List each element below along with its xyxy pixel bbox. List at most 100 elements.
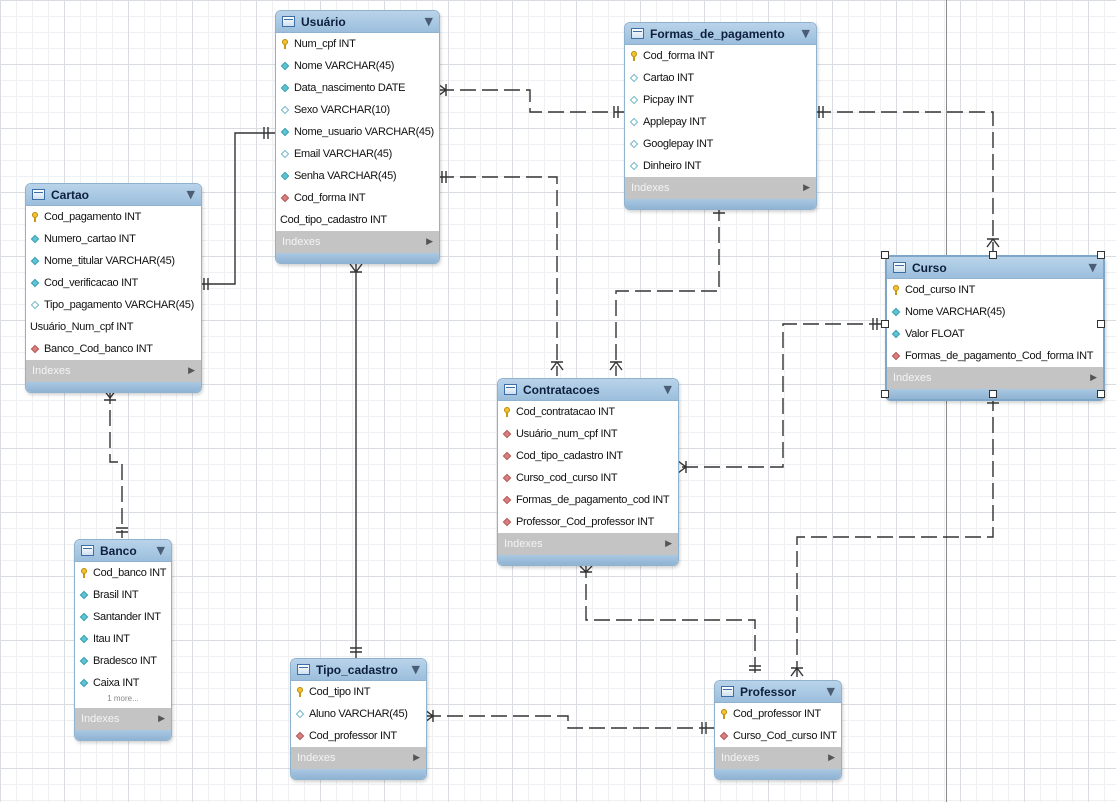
column-row[interactable]: Tipo_pagamento VARCHAR(45)	[26, 294, 201, 316]
collapse-chevron-icon[interactable]: ▼	[826, 685, 835, 698]
column-row[interactable]: Cod_banco INT	[75, 562, 171, 584]
column-row[interactable]: Brasil INT	[75, 584, 171, 606]
primary-key-icon	[719, 709, 729, 719]
column-row[interactable]: Cod_curso INT	[887, 279, 1103, 301]
column-row[interactable]: Cod_tipo INT	[291, 681, 426, 703]
resize-handle-top[interactable]	[989, 251, 997, 259]
marker-usuario-bottom-many	[349, 263, 363, 274]
column-row[interactable]: Santander INT	[75, 606, 171, 628]
column-row[interactable]: Nome_usuario VARCHAR(45)	[276, 121, 439, 143]
resize-handle-left[interactable]	[881, 320, 889, 328]
indexes-bar[interactable]: Indexes ▶	[276, 231, 439, 253]
collapse-chevron-icon[interactable]: ▼	[411, 663, 420, 676]
column-row[interactable]: Caixa INT	[75, 672, 171, 694]
expand-arrow-icon[interactable]: ▶	[426, 237, 433, 247]
column-row[interactable]: Sexo VARCHAR(10)	[276, 99, 439, 121]
resize-handle-top-right[interactable]	[1097, 251, 1105, 259]
column-row[interactable]: Numero_cartao INT	[26, 228, 201, 250]
expand-arrow-icon[interactable]: ▶	[158, 714, 165, 724]
resize-handle-bottom[interactable]	[989, 390, 997, 398]
column-row[interactable]: Googlepay INT	[625, 133, 816, 155]
table-header[interactable]: Usuário ▼	[276, 11, 439, 33]
column-row[interactable]: Cod_verificacao INT	[26, 272, 201, 294]
indexes-bar[interactable]: Indexes ▶	[291, 747, 426, 769]
column-row[interactable]: Num_cpf INT	[276, 33, 439, 55]
column-row[interactable]: Usuário_Num_cpf INT	[26, 316, 201, 338]
column-row[interactable]: Professor_Cod_professor INT	[498, 511, 678, 533]
table-header[interactable]: Curso ▼	[887, 257, 1103, 279]
column-row[interactable]: Data_nascimento DATE	[276, 77, 439, 99]
column-row[interactable]: Applepay INT	[625, 111, 816, 133]
column-row[interactable]: Nome_titular VARCHAR(45)	[26, 250, 201, 272]
column-row[interactable]: Cod_pagamento INT	[26, 206, 201, 228]
column-row[interactable]: Formas_de_pagamento_Cod_forma INT	[887, 345, 1103, 367]
indexes-bar[interactable]: Indexes ▶	[625, 177, 816, 199]
column-row[interactable]: Itau INT	[75, 628, 171, 650]
collapse-chevron-icon[interactable]: ▼	[663, 383, 672, 396]
table-header[interactable]: Professor ▼	[715, 681, 841, 703]
collapse-chevron-icon[interactable]: ▼	[186, 188, 195, 201]
column-row[interactable]: Curso_cod_curso INT	[498, 467, 678, 489]
column-icon	[280, 83, 290, 93]
column-row[interactable]: Cod_professor INT	[291, 725, 426, 747]
indexes-bar[interactable]: Indexes ▶	[715, 747, 841, 769]
expand-arrow-icon[interactable]: ▶	[1090, 373, 1097, 383]
table-header[interactable]: Tipo_cadastro ▼	[291, 659, 426, 681]
expand-arrow-icon[interactable]: ▶	[828, 753, 835, 763]
table-header[interactable]: Formas_de_pagamento ▼	[625, 23, 816, 45]
table-name: Curso	[912, 260, 947, 275]
expand-arrow-icon[interactable]: ▶	[665, 539, 672, 549]
resize-handle-bottom-right[interactable]	[1097, 390, 1105, 398]
table-header[interactable]: Cartao ▼	[26, 184, 201, 206]
collapse-chevron-icon[interactable]: ▼	[424, 15, 433, 28]
column-row[interactable]: Nome VARCHAR(45)	[887, 301, 1103, 323]
indexes-bar[interactable]: Indexes ▶	[75, 708, 171, 730]
indexes-bar[interactable]: Indexes ▶	[887, 367, 1103, 389]
column-row[interactable]: Valor FLOAT	[887, 323, 1103, 345]
column-row[interactable]: Cod_tipo_cadastro INT	[276, 209, 439, 231]
column-row[interactable]: Dinheiro INT	[625, 155, 816, 177]
expand-arrow-icon[interactable]: ▶	[803, 183, 810, 193]
resize-handle-top-left[interactable]	[881, 251, 889, 259]
column-row[interactable]: Senha VARCHAR(45)	[276, 165, 439, 187]
table-header[interactable]: Contratacoes ▼	[498, 379, 678, 401]
column-label: Bradesco INT	[93, 655, 157, 667]
column-row[interactable]: Bradesco INT	[75, 650, 171, 672]
column-row[interactable]: Email VARCHAR(45)	[276, 143, 439, 165]
column-row[interactable]: Usuário_num_cpf INT	[498, 423, 678, 445]
expand-arrow-icon[interactable]: ▶	[413, 753, 420, 763]
column-row[interactable]: Formas_de_pagamento_cod INT	[498, 489, 678, 511]
indexes-bar[interactable]: Indexes ▶	[498, 533, 678, 555]
column-row[interactable]: Aluno VARCHAR(45)	[291, 703, 426, 725]
column-row[interactable]: Picpay INT	[625, 89, 816, 111]
column-row[interactable]: Cod_contratacao INT	[498, 401, 678, 423]
column-row[interactable]: Nome VARCHAR(45)	[276, 55, 439, 77]
column-row[interactable]: Cartao INT	[625, 67, 816, 89]
resize-handle-right[interactable]	[1097, 320, 1105, 328]
collapse-chevron-icon[interactable]: ▼	[156, 544, 165, 557]
column-row[interactable]: Cod_professor INT	[715, 703, 841, 725]
column-row[interactable]: Cod_forma INT	[276, 187, 439, 209]
more-columns-label[interactable]: 1 more...	[107, 694, 139, 703]
table-header[interactable]: Banco ▼	[75, 540, 171, 562]
canvas-guide-line	[946, 0, 947, 802]
column-row[interactable]: Curso_Cod_curso INT	[715, 725, 841, 747]
column-row[interactable]: Cod_tipo_cadastro INT	[498, 445, 678, 467]
column-row[interactable]: Cod_forma INT	[625, 45, 816, 67]
collapse-chevron-icon[interactable]: ▼	[801, 27, 810, 40]
column-row[interactable]: Banco_Cod_banco INT	[26, 338, 201, 360]
indexes-bar[interactable]: Indexes ▶	[26, 360, 201, 382]
resize-handle-bottom-left[interactable]	[881, 390, 889, 398]
expand-arrow-icon[interactable]: ▶	[188, 366, 195, 376]
collapse-chevron-icon[interactable]: ▼	[1088, 261, 1097, 274]
